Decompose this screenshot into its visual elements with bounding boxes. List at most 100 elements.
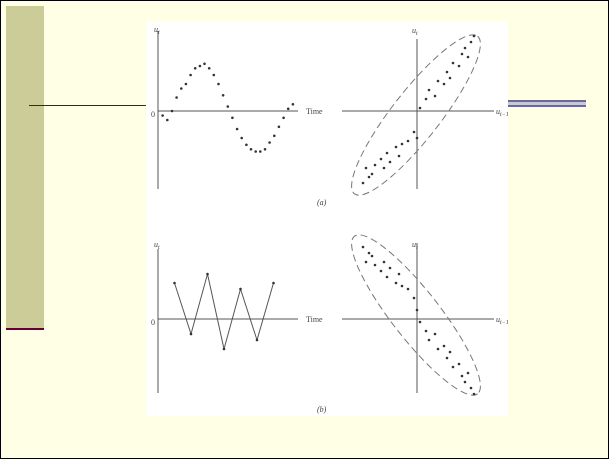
panel-b-left-point — [173, 281, 176, 285]
panel-a-right-point — [394, 145, 398, 149]
panel-a-left-point — [273, 134, 276, 138]
panel-b-right-point — [457, 362, 461, 366]
panel-a-right-point — [472, 34, 476, 38]
panel-b-right-ellipse — [351, 234, 481, 396]
panel-b-left-point — [272, 281, 275, 285]
panel-b-caption: (b) — [317, 405, 327, 414]
panel-a-left-point — [245, 143, 248, 147]
panel-a-right-point — [364, 166, 368, 170]
panel-b-right-point — [469, 386, 473, 390]
panel-a-right-point — [436, 79, 440, 83]
panel-a-left-point — [203, 62, 206, 66]
panel-a-left-point — [235, 127, 239, 131]
panel-b-right-x-label: ut−1 — [496, 315, 508, 326]
panel-b-right-x-label-sub: t−1 — [500, 320, 508, 326]
panel-b-right-point — [418, 320, 422, 324]
panel-a-left-point — [212, 73, 216, 77]
figure-svg: 0 ut Time ut ut−1 (a) 0 ut Tim — [151, 25, 508, 414]
panel-a-right-point — [370, 172, 374, 176]
panel-a-left-point — [207, 67, 211, 70]
panel-b-right-y-label: ut — [412, 240, 418, 251]
panel-b-right-point — [364, 260, 368, 264]
accent-side-bar-rule — [6, 328, 44, 330]
panel-b-left-y-label-sub: t — [158, 245, 160, 251]
panel-b-right-point — [415, 308, 419, 312]
panel-a-right-point — [385, 151, 389, 155]
panel-a-right: ut ut−1 — [342, 26, 508, 196]
panel-a-right-point — [460, 52, 464, 56]
panel-a-right-point — [433, 94, 437, 98]
panel-a-right-point — [445, 70, 449, 74]
panel-b-left-point — [255, 338, 259, 342]
panel-b-right-point — [451, 365, 455, 369]
panel-b-right-point — [361, 245, 365, 249]
panel-a-left-y-label: ut — [154, 25, 160, 36]
panel-a-right-point — [367, 175, 371, 179]
panel-b-right-points — [361, 245, 476, 396]
panel-b-right-point — [427, 338, 431, 342]
panel-a-right-point — [469, 40, 473, 44]
panel-b-left-point — [189, 332, 193, 336]
panel-a-left-point — [217, 82, 220, 86]
panel-a-left-point — [189, 73, 192, 77]
panel-a-left-point — [268, 141, 271, 144]
panel-a-left-point — [175, 96, 178, 99]
panel-b-right-point — [463, 380, 467, 384]
panel-a-right-point — [382, 166, 386, 170]
accent-side-bar — [6, 6, 44, 329]
panel-a-left-point — [231, 116, 234, 120]
panel-a-left-point — [277, 125, 281, 129]
panel-b-right-point — [400, 284, 404, 288]
panel-b-left-x-label: Time — [306, 315, 323, 324]
panel-b-left-origin-label: 0 — [151, 318, 155, 327]
panel-b-left-point — [222, 347, 226, 351]
panel-a-right-point — [373, 163, 377, 167]
accent-rule-right — [506, 100, 586, 107]
panel-b-left-series-line — [174, 273, 274, 350]
panel-a-right-points — [361, 34, 476, 185]
panel-a-right-point — [397, 154, 401, 158]
panel-a-left-point — [221, 94, 225, 97]
panel-b-right-point — [406, 287, 410, 291]
panel-b-left: 0 ut Time — [151, 240, 323, 393]
panel-a-left-y-label-sub: t — [158, 30, 160, 36]
panel-b-left-point — [206, 272, 209, 276]
panel-a-left-x-label: Time — [306, 107, 323, 116]
panel-b-right-point — [460, 374, 464, 378]
panel-b-right-point — [367, 251, 371, 255]
panel-b-right-point — [436, 347, 440, 351]
panel-a-right-point — [415, 136, 419, 140]
panel-a-right-point — [418, 106, 422, 110]
panel-a-right-point — [427, 88, 431, 92]
panel-b-left-y-label: ut — [154, 240, 160, 251]
panel-a-left-point — [263, 148, 267, 151]
panel-a-right-x-label-sub: t−1 — [500, 112, 508, 118]
panel-a-left-point — [291, 103, 295, 106]
panel-a-right-point — [466, 55, 470, 59]
panel-a-left-point — [240, 136, 243, 140]
panel-b-right-point — [448, 350, 452, 354]
panel-b-left-point — [239, 287, 242, 291]
panel-b-right-point — [394, 281, 398, 285]
panel-a-left-point — [282, 116, 285, 120]
panel-a-right-point — [379, 157, 383, 161]
panel-a-left-point — [249, 148, 253, 151]
panel-b-right-point — [385, 275, 389, 279]
panel-a-left-origin-label: 0 — [151, 110, 155, 119]
autocorrelation-figure: 0 ut Time ut ut−1 (a) 0 ut Tim — [146, 21, 508, 416]
panel-a-left-point — [254, 150, 257, 153]
panel-a-right-point — [424, 97, 428, 101]
panel-b-right: ut ut−1 — [342, 234, 508, 396]
panel-b-right-point — [424, 329, 428, 333]
panel-b-right-point — [397, 272, 401, 276]
panel-b-right-point — [466, 371, 470, 375]
panel-b-right-point — [445, 356, 449, 360]
panel-a-left-point — [198, 64, 202, 68]
panel-a-right-ellipse — [351, 34, 481, 196]
accent-rule-left — [29, 105, 147, 106]
panel-a-right-y-label-sub: t — [416, 31, 418, 37]
panel-a-right-point — [406, 139, 410, 143]
panel-b-right-point — [442, 344, 446, 348]
panel-b-right-point — [373, 263, 377, 267]
